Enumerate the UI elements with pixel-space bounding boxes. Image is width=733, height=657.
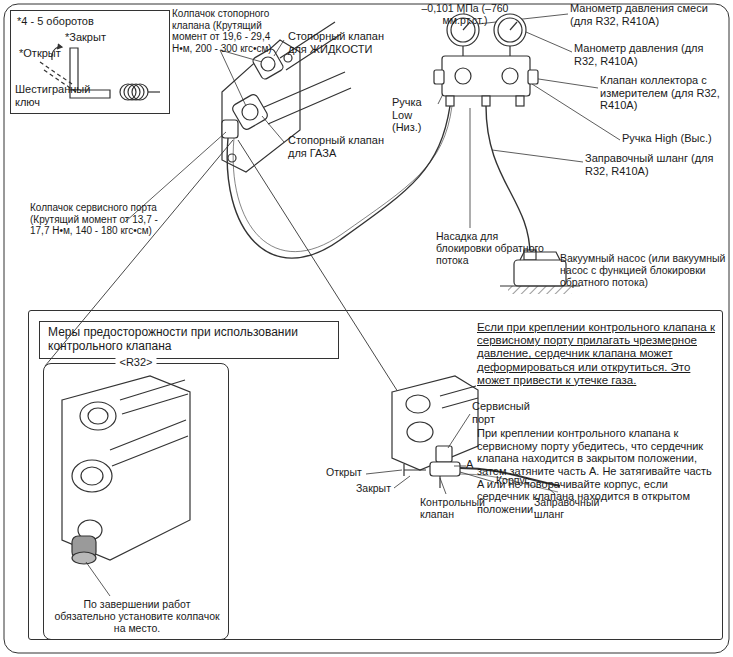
node-text: По завершении работ обязательно установи… <box>52 598 222 634</box>
part-label: Закрыт <box>356 482 398 494</box>
part-label: Стопорный клапан для ЖИДКОСТИ <box>288 30 398 55</box>
detail-box: <R32>По завершении работ обязательно уст… <box>43 363 229 640</box>
part-label: Вакуумный насос (или вакуумный насос с ф… <box>560 252 726 288</box>
note-box: Меры предосторожности при использовании … <box>39 321 339 359</box>
part-label: Стопорный клапан для ГАЗА <box>288 134 388 159</box>
part-label: Насадка для блокировки обратного потока <box>436 230 548 266</box>
node-text: *Открыт <box>19 47 79 60</box>
part-label: Манометр давления (для R32, R410A) <box>574 42 724 67</box>
node-text: <R32> <box>115 356 156 369</box>
node-text: *Закрыт <box>65 31 125 44</box>
caution-panel: Меры предосторожности при использовании … <box>28 310 723 640</box>
node-text: Меры предосторожности при использовании … <box>48 326 332 354</box>
part-label: Контрольный клапан <box>420 496 480 520</box>
part-label: Колпачок сервисного порта (Крутящий моме… <box>30 202 158 237</box>
part-label: –0,101 МПа (–760 мм.рт.ст.) <box>410 2 520 26</box>
node-text: Если при креплении контрольного клапана … <box>477 321 715 387</box>
note-box: *4 - 5 оборотов *Закрыт *ОткрытШестигранны… <box>10 10 170 114</box>
part-label: A <box>466 458 480 471</box>
part-label: Манометр давления смеси (для R32, R410A) <box>570 2 720 27</box>
part-label: Открыт <box>326 466 368 478</box>
node-text: *4 - 5 оборотов <box>17 15 127 28</box>
part-label: Заправочный шланг (для R32, R410A) <box>585 152 720 177</box>
part-label: Ручка High (Выс.) <box>622 132 726 145</box>
part-label: Сервисный порт <box>472 400 536 425</box>
part-label: Клапан коллектора с измерителем (для R32… <box>600 74 726 112</box>
part-label: Ручка Low (Низ.) <box>392 96 442 134</box>
node-text: Шестигранный ключ <box>15 83 77 108</box>
part-label: Заправочный шланг <box>534 496 596 520</box>
part-label: Корпус <box>496 474 546 486</box>
part-label: Колпачок стопорного клапана (Крутящий мо… <box>172 8 278 54</box>
